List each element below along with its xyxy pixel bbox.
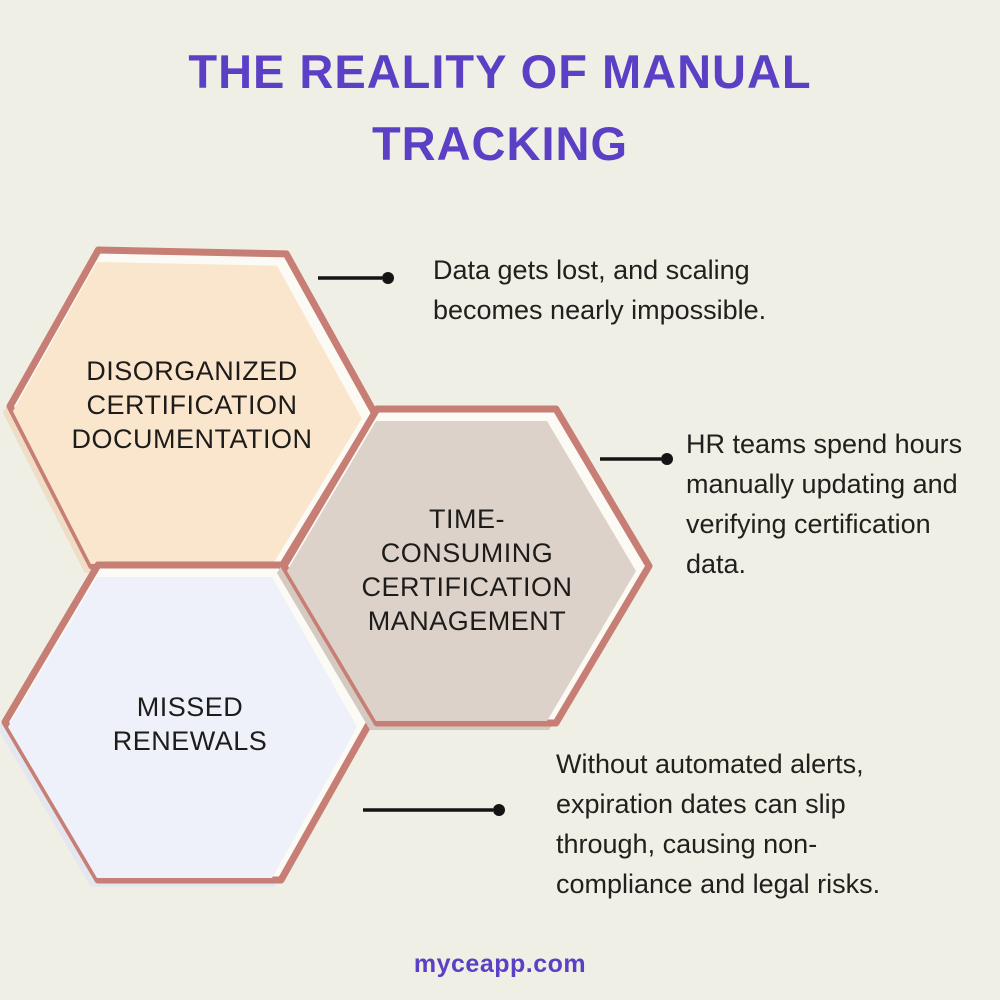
hexagon-label-disorganized-certification-documentation: DISORGANIZED CERTIFICATION DOCUMENTATION xyxy=(71,356,313,454)
connector-dot xyxy=(661,453,673,465)
hexagon-disorganized-certification-documentation xyxy=(2,246,379,577)
annotation-time-consuming-certification-management: HR teams spend hours manually updating a… xyxy=(686,429,963,579)
title-line-2: TRACKING xyxy=(371,117,629,170)
hexagon-missed-renewals xyxy=(0,561,374,887)
footer: myceapp.com xyxy=(0,950,1000,979)
title-line-1: THE REALITY OF MANUAL xyxy=(188,45,812,98)
hexagon-time-consuming-certification-management xyxy=(277,405,653,730)
hexagon-fill xyxy=(12,261,362,568)
connector-time-consuming xyxy=(600,453,673,465)
website-link[interactable]: myceapp.com xyxy=(413,950,587,978)
connector-dot xyxy=(382,272,394,284)
hexagon-fill xyxy=(287,421,636,721)
connector-disorganized xyxy=(318,272,394,284)
page-title: THE REALITY OF MANUAL TRACKING xyxy=(0,36,1000,180)
hexagon-label-missed-renewals: MISSED RENEWALS xyxy=(112,692,268,756)
hexagon-label-time-consuming-certification-management: TIME- CONSUMING CERTIFICATION MANAGEMENT xyxy=(361,504,573,636)
annotation-missed-renewals: Without automated alerts, expiration dat… xyxy=(556,749,881,899)
connector-missed-renewals xyxy=(363,804,505,816)
hexagon-fill xyxy=(8,577,357,878)
connector-dot xyxy=(493,804,505,816)
annotation-disorganized-certification-documentation: Data gets lost, and scaling becomes near… xyxy=(433,255,767,325)
